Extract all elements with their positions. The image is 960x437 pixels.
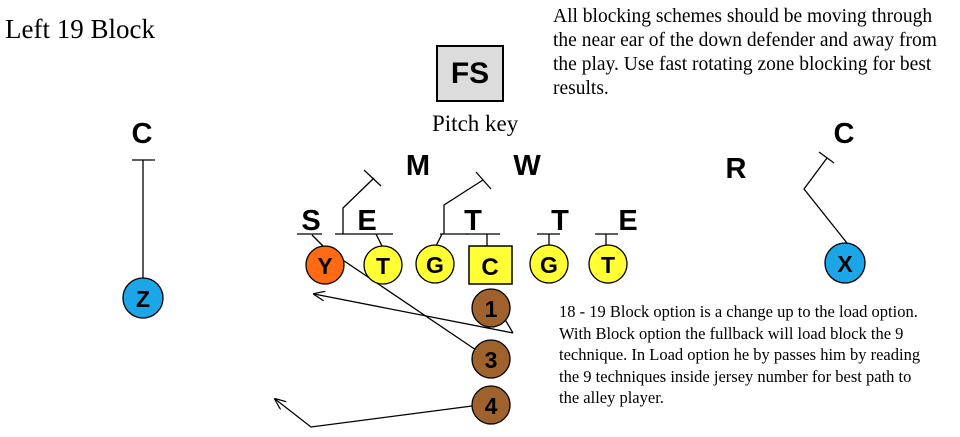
defender-w: W	[513, 150, 541, 182]
defender-c-left: C	[132, 118, 153, 150]
player-y: Y	[317, 253, 332, 279]
back-1-circle	[471, 288, 511, 328]
block-option-note: 18 - 19 Block option is a change up to t…	[559, 302, 921, 407]
back-3: 3	[485, 347, 498, 373]
free-safety-box: FS	[436, 45, 504, 102]
back-4-circle	[471, 385, 511, 425]
c-right-block-tbar	[818, 151, 835, 164]
player-g-left-circle	[415, 244, 455, 284]
blocking-note: All blocking schemes should be moving th…	[553, 6, 937, 99]
player-g-left: G	[426, 252, 444, 278]
defender-e-left: E	[357, 205, 376, 237]
pitch-arrow-1	[314, 294, 514, 334]
player-c: C	[481, 254, 498, 281]
player-x: X	[837, 251, 853, 277]
player-c-box	[468, 245, 513, 285]
back-4: 4	[485, 393, 498, 419]
player-t-right-circle	[588, 244, 628, 284]
m-tbar	[363, 169, 382, 187]
defender-r: R	[726, 153, 747, 185]
qb-option-route	[275, 399, 473, 428]
m-block-route	[342, 177, 375, 234]
defender-c-right: C	[834, 118, 855, 150]
offense-players: Y T G C G T X Z 1 3 4	[122, 242, 866, 425]
pitch-key-label: Pitch key	[432, 111, 519, 136]
player-t-left: T	[376, 253, 390, 279]
defender-e-right: E	[618, 205, 637, 237]
defender-t-right: T	[551, 205, 569, 237]
back-1: 1	[485, 296, 498, 322]
x-block-route	[803, 157, 848, 244]
play-title: Left 19 Block	[5, 14, 155, 44]
route-lines	[132, 151, 848, 428]
player-z-circle	[122, 277, 164, 319]
player-z: Z	[136, 286, 150, 312]
g-block-route	[443, 179, 484, 234]
player-y-circle	[305, 245, 345, 285]
defender-m: M	[406, 150, 430, 182]
player-t-left-circle	[363, 245, 403, 285]
w-tbar	[475, 171, 492, 190]
defender-t-left: T	[464, 205, 482, 237]
defender-s: S	[301, 205, 320, 237]
y-to-3-line	[324, 247, 477, 351]
player-g-right: G	[540, 252, 558, 278]
player-g-right-circle	[529, 244, 569, 284]
defense-labels: C C M W R S E T T E	[132, 118, 855, 237]
back-3-circle	[471, 339, 511, 379]
player-x-circle	[824, 242, 866, 284]
player-t-right: T	[601, 252, 615, 278]
